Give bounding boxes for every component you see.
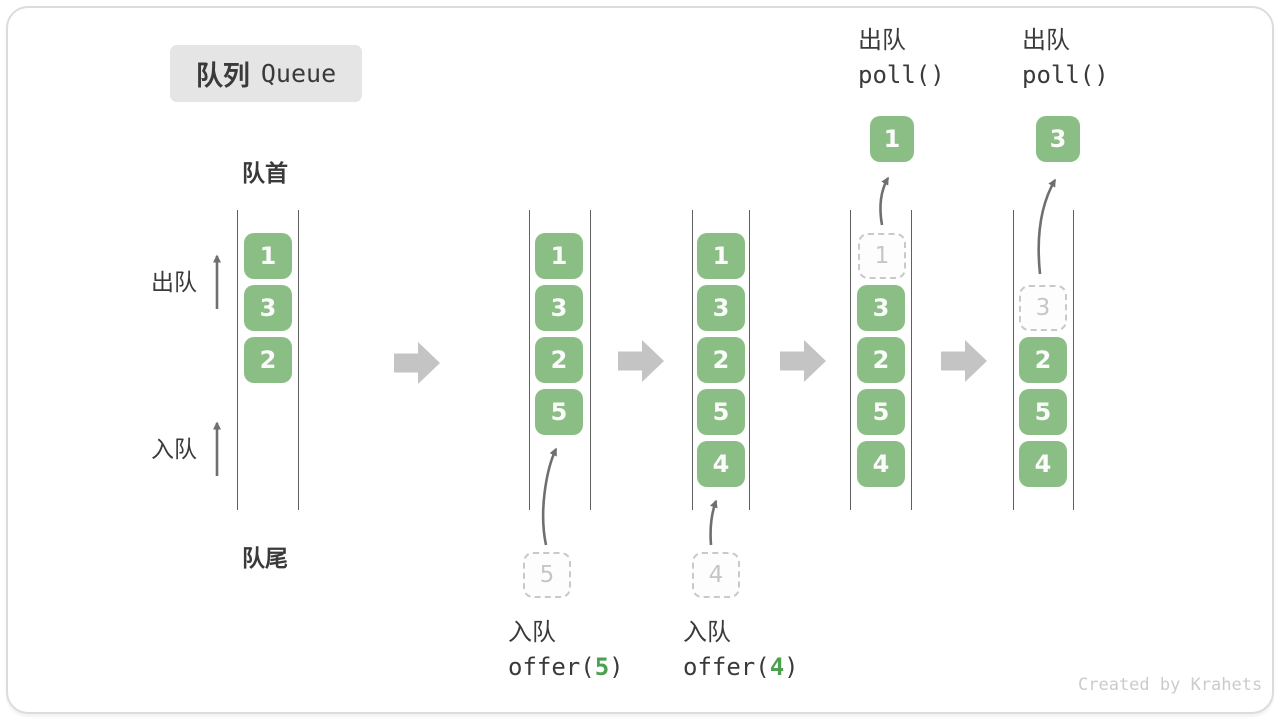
watermark: Created by Krahets xyxy=(1078,675,1263,695)
queue-item: 5 xyxy=(857,389,905,435)
op-code: offer(5) xyxy=(508,650,624,685)
queue-channel xyxy=(1013,210,1074,510)
operation-label: 出队 poll() xyxy=(1022,23,1109,93)
op-zh: 入队 xyxy=(508,619,556,646)
title-en: Queue xyxy=(260,59,337,88)
enqueue-label: 入队 xyxy=(151,436,197,462)
op-code-pre: offer( xyxy=(508,653,595,681)
queue-item: 5 xyxy=(535,389,583,435)
queue-item: 2 xyxy=(244,337,292,383)
op-code: offer(4) xyxy=(683,650,799,685)
pending-item: 4 xyxy=(692,552,740,598)
queue-item: 1 xyxy=(244,233,292,279)
op-code-arg: 4 xyxy=(769,653,785,681)
queue-item: 4 xyxy=(697,441,745,487)
queue-item: 2 xyxy=(857,337,905,383)
queue-item: 5 xyxy=(1019,389,1067,435)
op-code: poll() xyxy=(1022,61,1109,89)
op-code-pre: offer( xyxy=(683,653,770,681)
queue-item: 1 xyxy=(697,233,745,279)
front-label: 队首 xyxy=(242,160,288,186)
canvas-border xyxy=(6,6,1274,714)
queue-item: 3 xyxy=(244,285,292,331)
queue-item: 1 xyxy=(535,233,583,279)
queue-channel xyxy=(692,210,750,510)
op-code-arg: 5 xyxy=(594,653,610,681)
removed-item: 3 xyxy=(1019,285,1067,331)
queue-item: 3 xyxy=(535,285,583,331)
operation-label: 出队 poll() xyxy=(858,23,945,93)
op-code: poll() xyxy=(858,61,945,89)
op-code-post: ) xyxy=(609,653,624,681)
queue-item: 4 xyxy=(1019,441,1067,487)
queue-item: 3 xyxy=(857,285,905,331)
op-zh: 出队 xyxy=(858,27,906,54)
queue-channel xyxy=(850,210,912,510)
queue-item: 2 xyxy=(1019,337,1067,383)
operation-label: 入队 offer(4) xyxy=(683,615,799,685)
rear-label: 队尾 xyxy=(242,545,288,571)
queue-item: 4 xyxy=(857,441,905,487)
operation-label: 入队 offer(5) xyxy=(508,615,624,685)
queue-item: 5 xyxy=(697,389,745,435)
queue-item: 3 xyxy=(697,285,745,331)
queue-channel xyxy=(237,210,299,510)
op-zh: 出队 xyxy=(1022,27,1070,54)
dequeue-label: 出队 xyxy=(151,269,197,295)
popped-item: 1 xyxy=(870,116,914,162)
title-badge: 队列 Queue xyxy=(170,45,362,102)
queue-item: 2 xyxy=(535,337,583,383)
title-zh: 队列 xyxy=(195,61,250,91)
pending-item: 5 xyxy=(523,552,571,598)
removed-item: 1 xyxy=(858,233,906,279)
op-zh: 入队 xyxy=(683,619,731,646)
popped-item: 3 xyxy=(1036,116,1080,162)
queue-channel xyxy=(529,210,591,510)
op-code-post: ) xyxy=(784,653,799,681)
queue-item: 2 xyxy=(697,337,745,383)
